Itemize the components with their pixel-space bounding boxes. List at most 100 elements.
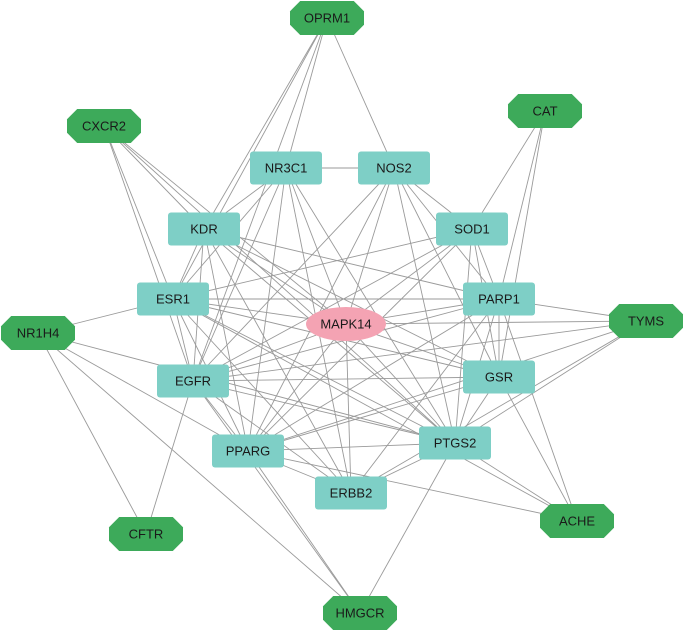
edge-esr1-erbb2 [172,298,352,494]
node-nr1h4-label: NR1H4 [17,326,60,341]
node-nr3c1-label: NR3C1 [265,161,308,176]
edge-tyms-ptgs2 [454,320,647,444]
edge-nos2-mapk14 [345,167,395,325]
node-parp1[interactable]: PARP1 [463,282,535,316]
edge-egfr-gsr [192,376,500,382]
node-oprm1-shape [290,1,364,35]
node-nos2-shape [358,151,430,185]
edge-hmgcr-pparg [247,450,361,614]
node-gsr-label: GSR [485,370,513,385]
node-ache-shape [540,504,614,538]
node-tyms-label: TYMS [628,314,664,329]
node-hmgcr-shape [323,596,397,630]
node-pparg-shape [212,434,284,468]
node-nr1h4[interactable]: NR1H4 [1,316,75,350]
node-pparg-label: PPARG [226,444,271,459]
edge-pparg-mapk14 [247,323,347,452]
edge-parp1-pparg [247,298,500,452]
node-cxcr2[interactable]: CXCR2 [67,109,141,143]
node-nos2[interactable]: NOS2 [358,151,430,185]
edge-cxcr2-egfr [103,125,194,382]
node-sod1[interactable]: SOD1 [436,212,508,246]
edge-gsr-pparg [247,376,500,452]
edge-tyms-pparg [247,320,647,452]
edge-egfr-ptgs2 [192,380,456,444]
edge-cxcr2-ptgs2 [103,125,456,444]
edge-nr1h4-pparg [37,332,249,452]
node-nos2-label: NOS2 [376,161,411,176]
edge-layer [37,17,647,614]
node-kdr-label: KDR [190,222,217,237]
edge-tyms-mapk14 [345,320,647,325]
node-ptgs2-label: PTGS2 [434,436,477,451]
node-sod1-shape [436,212,508,246]
node-nr1h4-shape [1,316,75,350]
node-cftr[interactable]: CFTR [109,517,183,551]
node-ptgs2-shape [419,426,491,460]
node-pparg[interactable]: PPARG [212,434,284,468]
node-hmgcr[interactable]: HMGCR [323,596,397,630]
node-cxcr2-shape [67,109,141,143]
edge-ache-gsr [498,376,578,522]
edge-kdr-pparg [203,228,249,452]
edge-nr1h4-cftr [37,332,147,535]
edge-nr3c1-egfr [192,167,287,382]
node-cxcr2-label: CXCR2 [82,119,126,134]
node-erbb2[interactable]: ERBB2 [315,476,387,510]
node-cftr-label: CFTR [129,527,164,542]
node-egfr-label: EGFR [175,374,211,389]
node-kdr-shape [168,212,240,246]
edge-sod1-esr1 [172,228,473,300]
node-oprm1-label: OPRM1 [304,11,350,26]
node-egfr-shape [157,364,229,398]
edge-kdr-gsr [203,228,500,378]
node-ache[interactable]: ACHE [540,504,614,538]
node-gsr[interactable]: GSR [463,360,535,394]
edge-ache-parp1 [498,298,578,522]
edge-oprm1-nr3c1 [285,17,328,169]
node-erbb2-shape [315,476,387,510]
edge-nr1h4-ptgs2 [37,332,456,444]
node-esr1[interactable]: ESR1 [137,282,209,316]
node-esr1-shape [137,282,209,316]
edge-ptgs2-mapk14 [345,323,456,444]
edge-tyms-egfr [192,320,647,382]
node-oprm1[interactable]: OPRM1 [290,1,364,35]
edge-erbb2-mapk14 [345,323,352,494]
edge-cftr-egfr [145,380,194,535]
edge-nos2-pparg [247,167,395,452]
node-parp1-shape [463,282,535,316]
node-cftr-shape [109,517,183,551]
node-ache-label: ACHE [559,514,595,529]
edge-hmgcr-egfr [192,380,361,614]
edge-sod1-pparg [247,228,473,452]
node-parp1-label: PARP1 [478,292,520,307]
node-kdr[interactable]: KDR [168,212,240,246]
edge-nr1h4-hmgcr [37,332,361,614]
node-tyms[interactable]: TYMS [609,304,683,338]
node-cat-shape [508,94,582,128]
edge-cat-sod1 [471,110,546,230]
node-esr1-label: ESR1 [156,292,190,307]
edge-kdr-erbb2 [203,228,352,494]
node-cat-label: CAT [532,104,557,119]
edge-hmgcr-ptgs2 [359,442,456,614]
edge-ache-pparg [247,450,578,522]
node-mapk14-label: MAPK14 [320,317,371,332]
node-hmgcr-label: HMGCR [335,606,384,621]
node-egfr[interactable]: EGFR [157,364,229,398]
edge-nos2-gsr [393,167,500,378]
node-ptgs2[interactable]: PTGS2 [419,426,491,460]
edge-tyms-erbb2 [350,320,647,494]
edge-ache-esr1 [172,298,578,522]
edge-nos2-egfr [192,167,395,382]
edge-oprm1-kdr [203,17,328,230]
node-mapk14[interactable]: MAPK14 [306,307,386,341]
edge-nr3c1-pparg [247,167,287,452]
node-cat[interactable]: CAT [508,94,582,128]
edge-cxcr2-esr1 [103,125,174,300]
node-tyms-shape [609,304,683,338]
node-nr3c1[interactable]: NR3C1 [250,151,322,185]
